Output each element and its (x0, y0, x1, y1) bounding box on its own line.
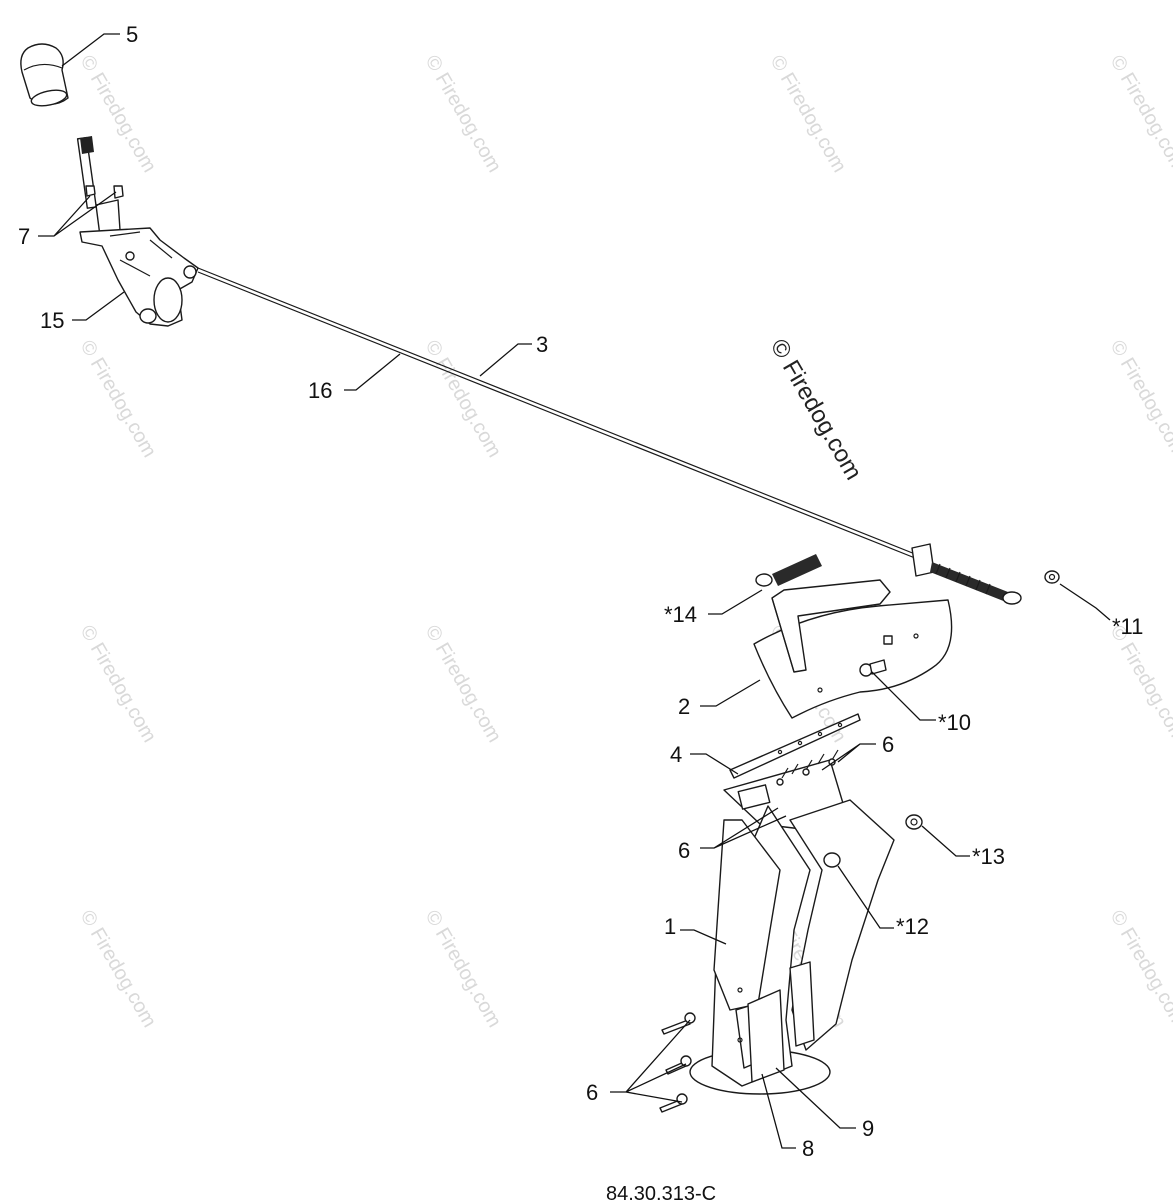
label-3: 3 (536, 332, 548, 357)
label-5: 5 (126, 22, 138, 47)
part-5-knob (20, 43, 69, 107)
callout-labels: 5 7 15 16 3 *14 *11 2 *10 4 6 6 *13 *12 … (18, 22, 1143, 1161)
label-14: *14 (664, 602, 697, 627)
watermark: © Firedog.com (76, 622, 161, 747)
watermark-center: © Firedog.com (765, 335, 867, 485)
watermark: © Firedog.com (1106, 622, 1173, 747)
part-4-strip (729, 713, 861, 779)
part-15-shift-lever-assembly (76, 136, 199, 327)
label-12: *12 (896, 914, 929, 939)
watermarks: © Firedog.com © Firedog.com © Firedog.co… (76, 52, 1173, 1032)
label-10: *10 (938, 710, 971, 735)
watermark: © Firedog.com (421, 907, 506, 1032)
label-11: *11 (1112, 614, 1143, 639)
watermark: © Firedog.com (421, 52, 506, 177)
label-13: *13 (972, 844, 1005, 869)
watermark: © Firedog.com (421, 622, 506, 747)
label-8: 8 (802, 1136, 814, 1161)
cable (197, 267, 921, 561)
label-4: 4 (670, 742, 682, 767)
label-15: 15 (40, 308, 64, 333)
watermark: © Firedog.com (76, 907, 161, 1032)
watermark: © Firedog.com (76, 337, 161, 462)
label-6-top: 6 (882, 732, 894, 757)
label-2: 2 (678, 694, 690, 719)
part-14-spring (755, 554, 822, 587)
watermark: © Firedog.com (421, 337, 506, 462)
label-1: 1 (664, 914, 676, 939)
label-7: 7 (18, 224, 30, 249)
part-2-deflector (753, 579, 953, 719)
watermark: © Firedog.com (1106, 337, 1173, 462)
diagram-code: 84.30.313-C (606, 1183, 716, 1200)
leader-lines (38, 33, 1111, 1149)
label-6-mid: 6 (678, 838, 690, 863)
watermark: © Firedog.com (1106, 52, 1173, 177)
label-16: 16 (308, 378, 332, 403)
part-1-chute (689, 759, 895, 1095)
label-9: 9 (862, 1116, 874, 1141)
part-11-nut (1044, 570, 1060, 584)
part-6-rivets-bottom (659, 1012, 696, 1113)
cable-end-fitting (911, 543, 1022, 605)
watermark: © Firedog.com (766, 52, 851, 177)
part-13-nut (905, 814, 923, 830)
watermark: © Firedog.com (1106, 907, 1173, 1032)
part-6-rivets-top (776, 749, 839, 786)
label-6-bottom: 6 (586, 1080, 598, 1105)
